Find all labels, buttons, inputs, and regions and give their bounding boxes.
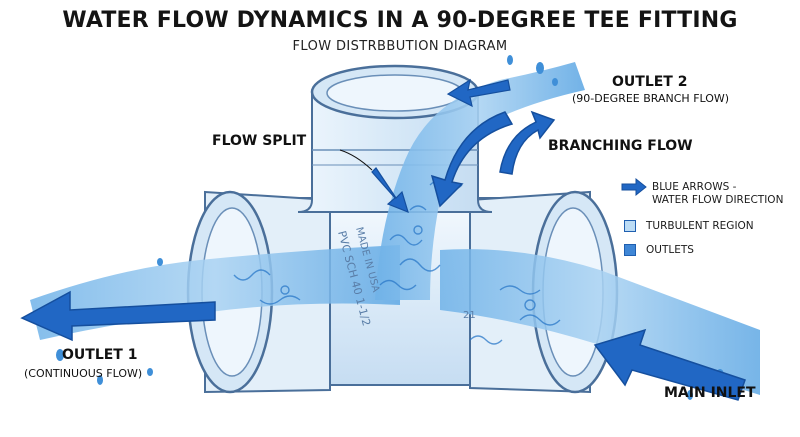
legend-item-arrows: BLUE ARROWS - WATER FLOW DIRECTION	[624, 181, 794, 211]
label-main-inlet: MAIN INLET	[664, 385, 756, 401]
label-outlet1: OUTLET 1	[62, 347, 138, 363]
label-flow-split: FLOW SPLIT	[212, 133, 307, 149]
legend-arrows-line1: BLUE ARROWS -	[652, 181, 737, 193]
pipe-marking-right: 21	[463, 310, 476, 321]
legend-turbulent-text: TURBULENT REGION	[646, 220, 754, 232]
page-subtitle: FLOW DISTRBBUTION DIAGRAM	[292, 39, 508, 54]
legend-turbulent-swatch	[624, 220, 636, 232]
branching-flow-arrow-icon	[499, 110, 556, 175]
legend-arrows-line2: WATER FLOW DIRECTION	[652, 194, 784, 206]
legend-item-outlets: OUTLETS	[624, 244, 794, 258]
legend-outlets-text: OUTLETS	[646, 244, 694, 256]
label-outlet2: OUTLET 2	[612, 74, 688, 90]
label-branching-flow: BRANCHING FLOW	[548, 138, 693, 154]
legend-item-turbulent: TURBULENT REGION	[624, 220, 794, 234]
branch-down-arrow-icon	[430, 111, 514, 208]
legend-arrow-icon	[621, 177, 647, 197]
branch-water-stream	[375, 62, 585, 300]
flow-split-leader	[339, 149, 373, 171]
legend-outlets-swatch	[624, 244, 636, 256]
label-outlet1-sub: (CONTINUOUS FLOW)	[24, 367, 143, 380]
flow-split-arrow-icon	[371, 167, 409, 214]
outlet1-arrow-icon	[20, 290, 216, 342]
label-outlet2-sub: (90-DEGREE BRANCH FLOW)	[572, 92, 730, 105]
page-title: WATER FLOW DYNAMICS IN A 90-DEGREE TEE F…	[62, 8, 738, 33]
main-inlet-arrow-icon	[593, 328, 746, 401]
outlet2-arrow-icon	[446, 78, 511, 108]
